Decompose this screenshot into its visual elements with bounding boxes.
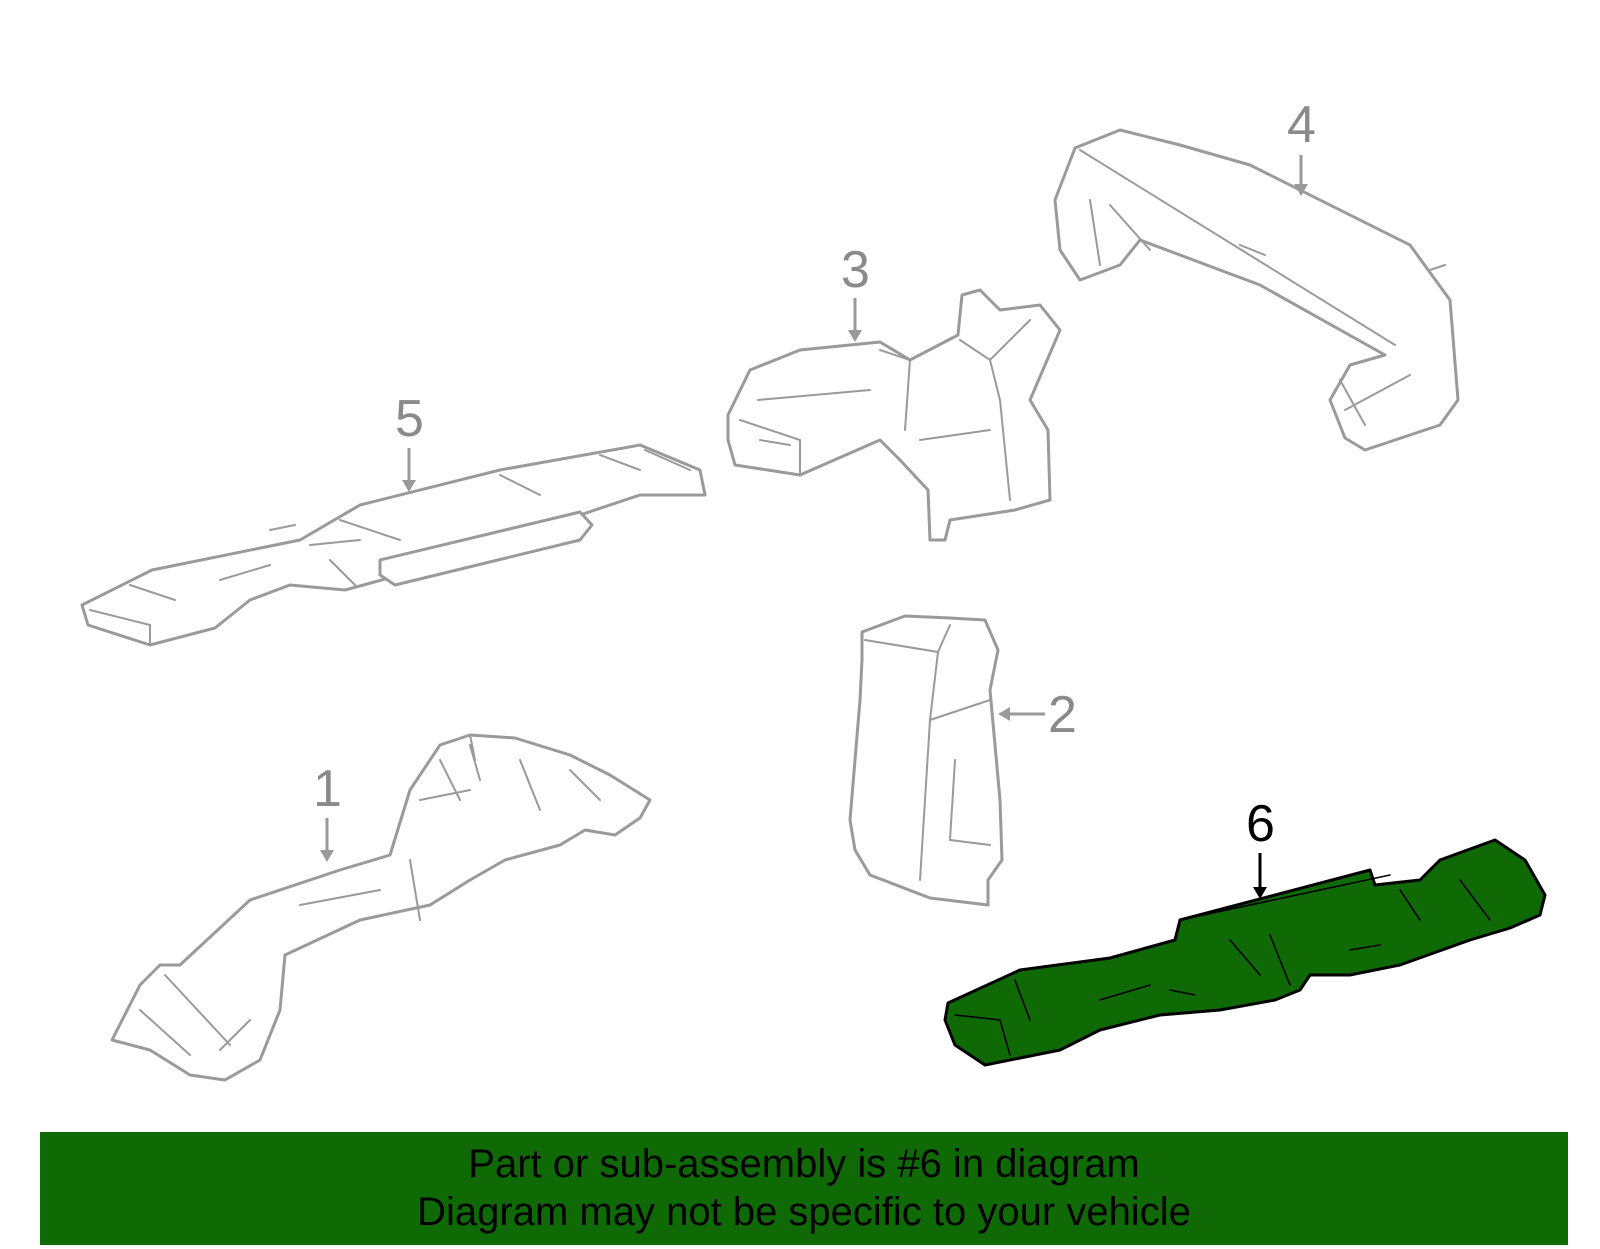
callout-4-arrowhead — [1294, 184, 1308, 196]
banner-line-2: Diagram may not be specific to your vehi… — [417, 1190, 1191, 1234]
callout-5-arrowhead — [402, 480, 416, 492]
callout-2-arrowhead — [998, 707, 1010, 721]
callout-3-label: 3 — [841, 241, 870, 299]
banner-line-1: Part or sub-assembly is #6 in diagram — [468, 1142, 1140, 1186]
info-banner: Part or sub-assembly is #6 in diagram Di… — [40, 1132, 1568, 1245]
part-1-duct[interactable] — [110, 733, 652, 1082]
callout-1-arrowhead — [320, 850, 334, 862]
callout-5-label: 5 — [395, 390, 424, 448]
callout-3-arrowhead — [848, 330, 862, 342]
banner-background — [40, 1132, 1568, 1245]
part-3-duct[interactable] — [726, 288, 1062, 542]
part-4-duct[interactable] — [1053, 128, 1460, 452]
callout-2-label: 2 — [1048, 686, 1077, 744]
callout-6-label: 6 — [1246, 795, 1275, 853]
part-5-duct[interactable] — [80, 443, 707, 647]
part-2-duct[interactable] — [848, 614, 1004, 907]
callout-1-label: 1 — [313, 760, 342, 818]
callout-4-label: 4 — [1287, 96, 1316, 154]
callout-6-arrowhead — [1253, 887, 1267, 899]
part-6-duct-highlighted[interactable] — [943, 838, 1547, 1067]
